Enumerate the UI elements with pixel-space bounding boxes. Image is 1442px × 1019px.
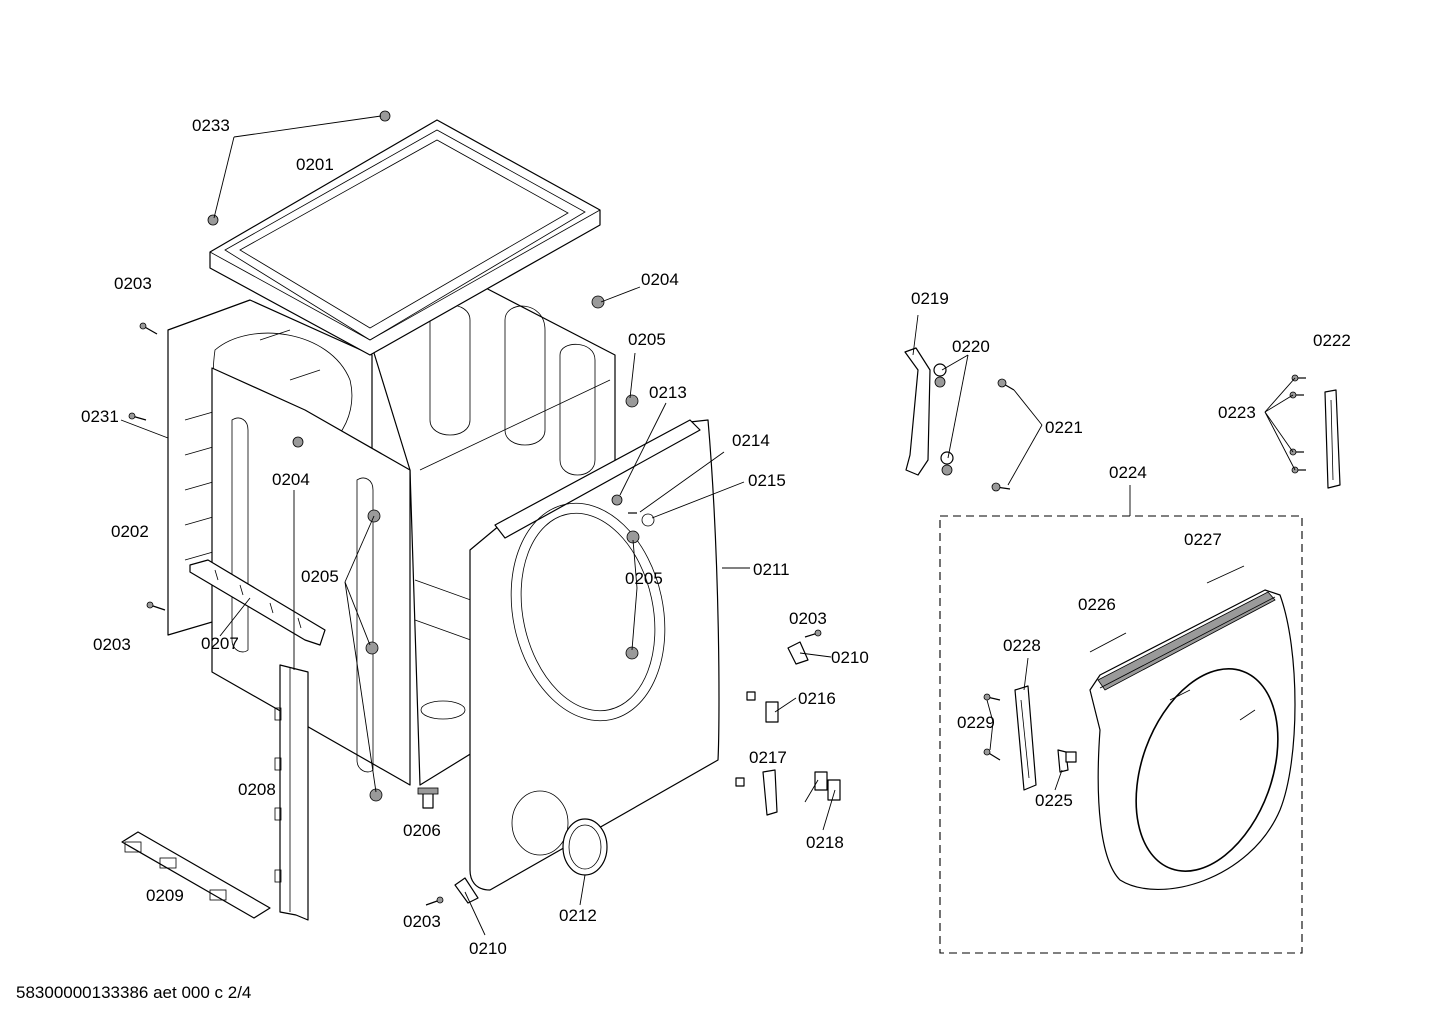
label-0218: 0218 (806, 833, 844, 852)
door-assembly-box-0224 (939, 515, 1303, 954)
label-0226: 0226 (1078, 595, 1116, 614)
label-0205: 0205 (301, 567, 339, 586)
label-0228: 0228 (1003, 636, 1041, 655)
cap-0212 (562, 818, 608, 876)
top-cover-0201 (209, 119, 601, 356)
label-0217: 0217 (749, 748, 787, 767)
base-plate-0209 (121, 831, 271, 919)
label-0221: 0221 (1045, 418, 1083, 437)
label-0219: 0219 (911, 289, 949, 308)
label-0229: 0229 (957, 713, 995, 732)
front-panel-0211 (469, 419, 720, 891)
drawing-reference-footer: 58300000133386 aet 000 c 2/4 (16, 983, 251, 1002)
leader-lines (120, 115, 1296, 936)
label-0205: 0205 (628, 330, 666, 349)
label-0203: 0203 (403, 912, 441, 931)
label-0210: 0210 (831, 648, 869, 667)
rail-0207 (189, 559, 326, 646)
label-0204: 0204 (641, 270, 679, 289)
label-0210: 0210 (469, 939, 507, 958)
label-0205: 0205 (625, 569, 663, 588)
bracket-0208 (274, 664, 309, 921)
label-0202: 0202 (111, 522, 149, 541)
label-0215: 0215 (748, 471, 786, 490)
label-0201: 0201 (296, 155, 334, 174)
label-0208: 0208 (238, 780, 276, 799)
label-0222: 0222 (1313, 331, 1351, 350)
label-0203: 0203 (789, 609, 827, 628)
label-0233: 0233 (192, 116, 230, 135)
label-0203: 0203 (114, 274, 152, 293)
door-handle-group (904, 347, 1015, 492)
small-parts (128, 110, 841, 906)
label-0231: 0231 (81, 407, 119, 426)
label-0204: 0204 (272, 470, 310, 489)
label-0227: 0227 (1184, 530, 1222, 549)
label-0223: 0223 (1218, 403, 1256, 422)
label-0213: 0213 (649, 383, 687, 402)
label-0220: 0220 (952, 337, 990, 356)
label-0207: 0207 (201, 634, 239, 653)
door-assembly (983, 589, 1296, 891)
label-0203: 0203 (93, 635, 131, 654)
label-0211: 0211 (753, 560, 790, 579)
label-0206: 0206 (403, 821, 441, 840)
label-0216: 0216 (798, 689, 836, 708)
label-0209: 0209 (146, 886, 184, 905)
label-0214: 0214 (732, 431, 770, 450)
latch-group (1289, 374, 1341, 489)
label-0224: 0224 (1109, 463, 1147, 482)
label-0225: 0225 (1035, 791, 1073, 810)
part-labels: 0233 0201 0203 0204 0205 0231 0213 0214 … (81, 116, 1351, 958)
label-0212: 0212 (559, 906, 597, 925)
side-panel-0231 (211, 367, 411, 802)
